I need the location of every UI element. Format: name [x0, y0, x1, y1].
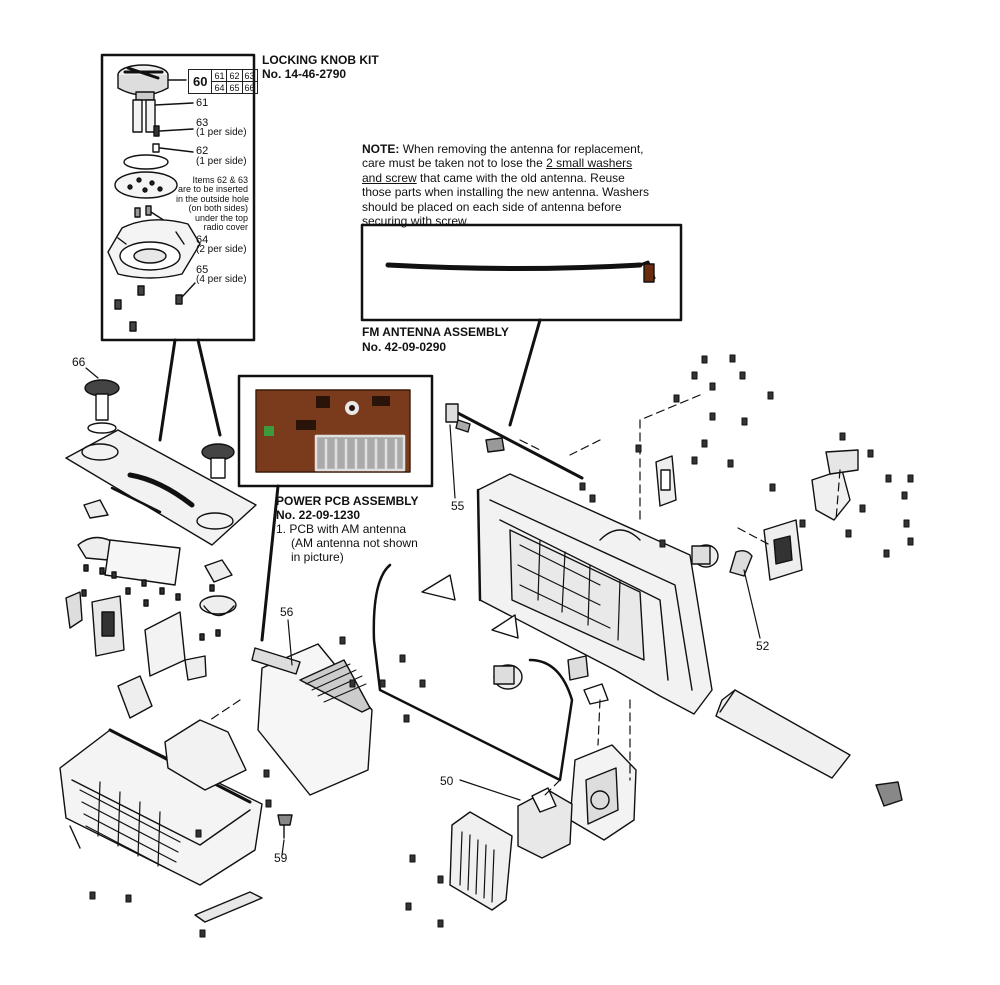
power-pcb-number: No. 22-09-1230 [276, 508, 361, 522]
callout-55: 55 [451, 499, 465, 513]
wire-harness-part [372, 563, 574, 782]
insert-note-line: Items 62 & 63 [192, 175, 248, 185]
callout-52: 52 [756, 639, 770, 653]
pin-part [152, 143, 160, 153]
kit-cell: 66 [241, 81, 258, 94]
callout-63-qty: (1 per side) [196, 127, 247, 138]
note-line: those parts when installing the new ante… [362, 185, 650, 200]
wedge-part-2 [491, 614, 519, 639]
cover-hardware-parts [77, 499, 233, 641]
power-pcb-line: (AM antenna not shown [291, 536, 418, 550]
note-line: care must be taken not to lose the [362, 156, 547, 171]
speaker-port-part [493, 544, 719, 690]
callout-64: 64 [196, 234, 209, 246]
note-line: should be placed on each side of antenna… [362, 199, 622, 214]
kit-cell: 64 [211, 81, 228, 94]
callout-65-qty: (4 per side) [196, 274, 247, 285]
kit-cell: 61 [211, 69, 228, 82]
top-radio-cover-part [65, 379, 257, 546]
knob-plate-part [114, 171, 178, 199]
fm-antenna-title: FM ANTENNA ASSEMBLY [362, 325, 509, 339]
loose-screws-parts [89, 354, 914, 938]
power-pcb-line: in picture) [291, 550, 344, 564]
transformer-part [517, 787, 573, 859]
knob-kit-title: LOCKING KNOB KIT [262, 53, 379, 67]
insert-note-line: are to be inserted [177, 184, 248, 195]
power-pcb-title: POWER PCB ASSEMBLY [276, 494, 419, 508]
insert-note-line: in the outside hole [176, 193, 250, 204]
insert-note-line: (on both sides) [188, 203, 248, 214]
callout-62: 62 [196, 145, 209, 157]
note-line: that came with the old antenna. Reuse [416, 170, 625, 185]
ribbon-cable-part [164, 719, 247, 791]
knob-kit-number: No. 14-46-2790 [262, 67, 347, 81]
note-underline: and screw [362, 170, 417, 185]
bottom-plate-part [194, 891, 263, 923]
locking-knob-part [117, 64, 187, 101]
screw-59-part [277, 814, 293, 839]
antenna-bracket-part [445, 403, 505, 453]
fm-antenna-number: No. 42-09-0290 [362, 340, 447, 354]
kit-number-table: 60 61 62 63 64 65 66 [187, 69, 258, 94]
screws-part [114, 285, 183, 332]
locking-knob-kit-inset [100, 53, 256, 342]
callout-65: 65 [196, 264, 209, 276]
connector-part [567, 655, 589, 681]
spring-part [153, 125, 160, 137]
battery-compartment-part [569, 744, 637, 841]
note-underline: 2 small washers [546, 156, 633, 171]
callout-59: 59 [274, 851, 288, 865]
note-label: NOTE: [362, 142, 400, 156]
kit-cell: 65 [226, 81, 243, 94]
callout-50: 50 [440, 774, 454, 788]
o-ring-part [123, 154, 169, 170]
handle-bar-part [715, 689, 903, 807]
insert-note-line: radio cover [203, 222, 248, 233]
callout-62-qty: (1 per side) [196, 156, 247, 167]
insert-note-line: under the top [194, 212, 248, 223]
pad-part [583, 683, 609, 705]
battery-latch-parts [65, 591, 237, 719]
wedge-part [421, 574, 456, 601]
speaker-grille-part [449, 811, 513, 911]
antenna-note: NOTE: When removing the antenna for repl… [362, 142, 649, 228]
power-pcb-line: 1. PCB with AM antenna [276, 522, 407, 536]
callout-61: 61 [196, 97, 209, 109]
lower-housing-part [59, 728, 263, 886]
fm-antenna-part [450, 408, 584, 480]
note-line: securing with screw. [362, 213, 470, 228]
callout-63: 63 [196, 117, 209, 129]
fm-antenna-inset [360, 223, 683, 322]
shaft-part [132, 99, 194, 133]
kit-cell: 63 [241, 69, 258, 82]
callout-56: 56 [280, 605, 294, 619]
kit-main-number: 60 [187, 69, 213, 94]
kit-cell: 62 [226, 69, 243, 82]
note-line: When removing the antenna for replacemen… [402, 142, 644, 156]
side-bracket-parts [655, 449, 859, 581]
power-pcb-board-part [251, 643, 373, 796]
insert-note: Items 62 & 63 are to be inserted in the … [176, 175, 250, 233]
callout-64-qty: (2 per side) [196, 244, 247, 255]
power-pcb-inset [237, 374, 434, 488]
main-housing-part [476, 473, 713, 715]
knob-base-part [107, 219, 201, 279]
callout-66: 66 [72, 355, 86, 369]
